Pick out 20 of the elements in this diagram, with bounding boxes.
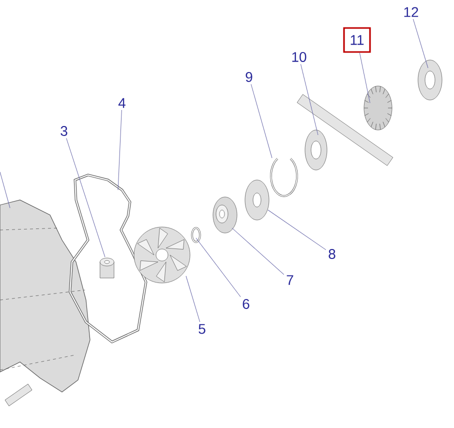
callout-number: 4 (118, 98, 126, 108)
callout-number: 9 (246, 72, 252, 82)
leader-line (359, 52, 370, 104)
boxed-callout-number: 11 (343, 27, 371, 53)
callout-number: 12 (404, 7, 418, 17)
leader-line (66, 138, 106, 258)
leader-line (118, 110, 122, 190)
callout-number: 3 (60, 126, 68, 136)
leader-line (412, 18, 428, 68)
callout-number: 7 (286, 275, 294, 285)
leader-line (196, 238, 241, 298)
leader-line (268, 210, 326, 250)
leader-line (300, 64, 318, 136)
leader-line (232, 228, 284, 275)
leader-line (186, 276, 200, 322)
callout-number: 10 (292, 52, 306, 62)
leader-line (250, 84, 272, 158)
callout-number: 6 (242, 299, 250, 309)
callout-number: 5 (198, 324, 206, 334)
callout-number: 8 (328, 249, 336, 259)
